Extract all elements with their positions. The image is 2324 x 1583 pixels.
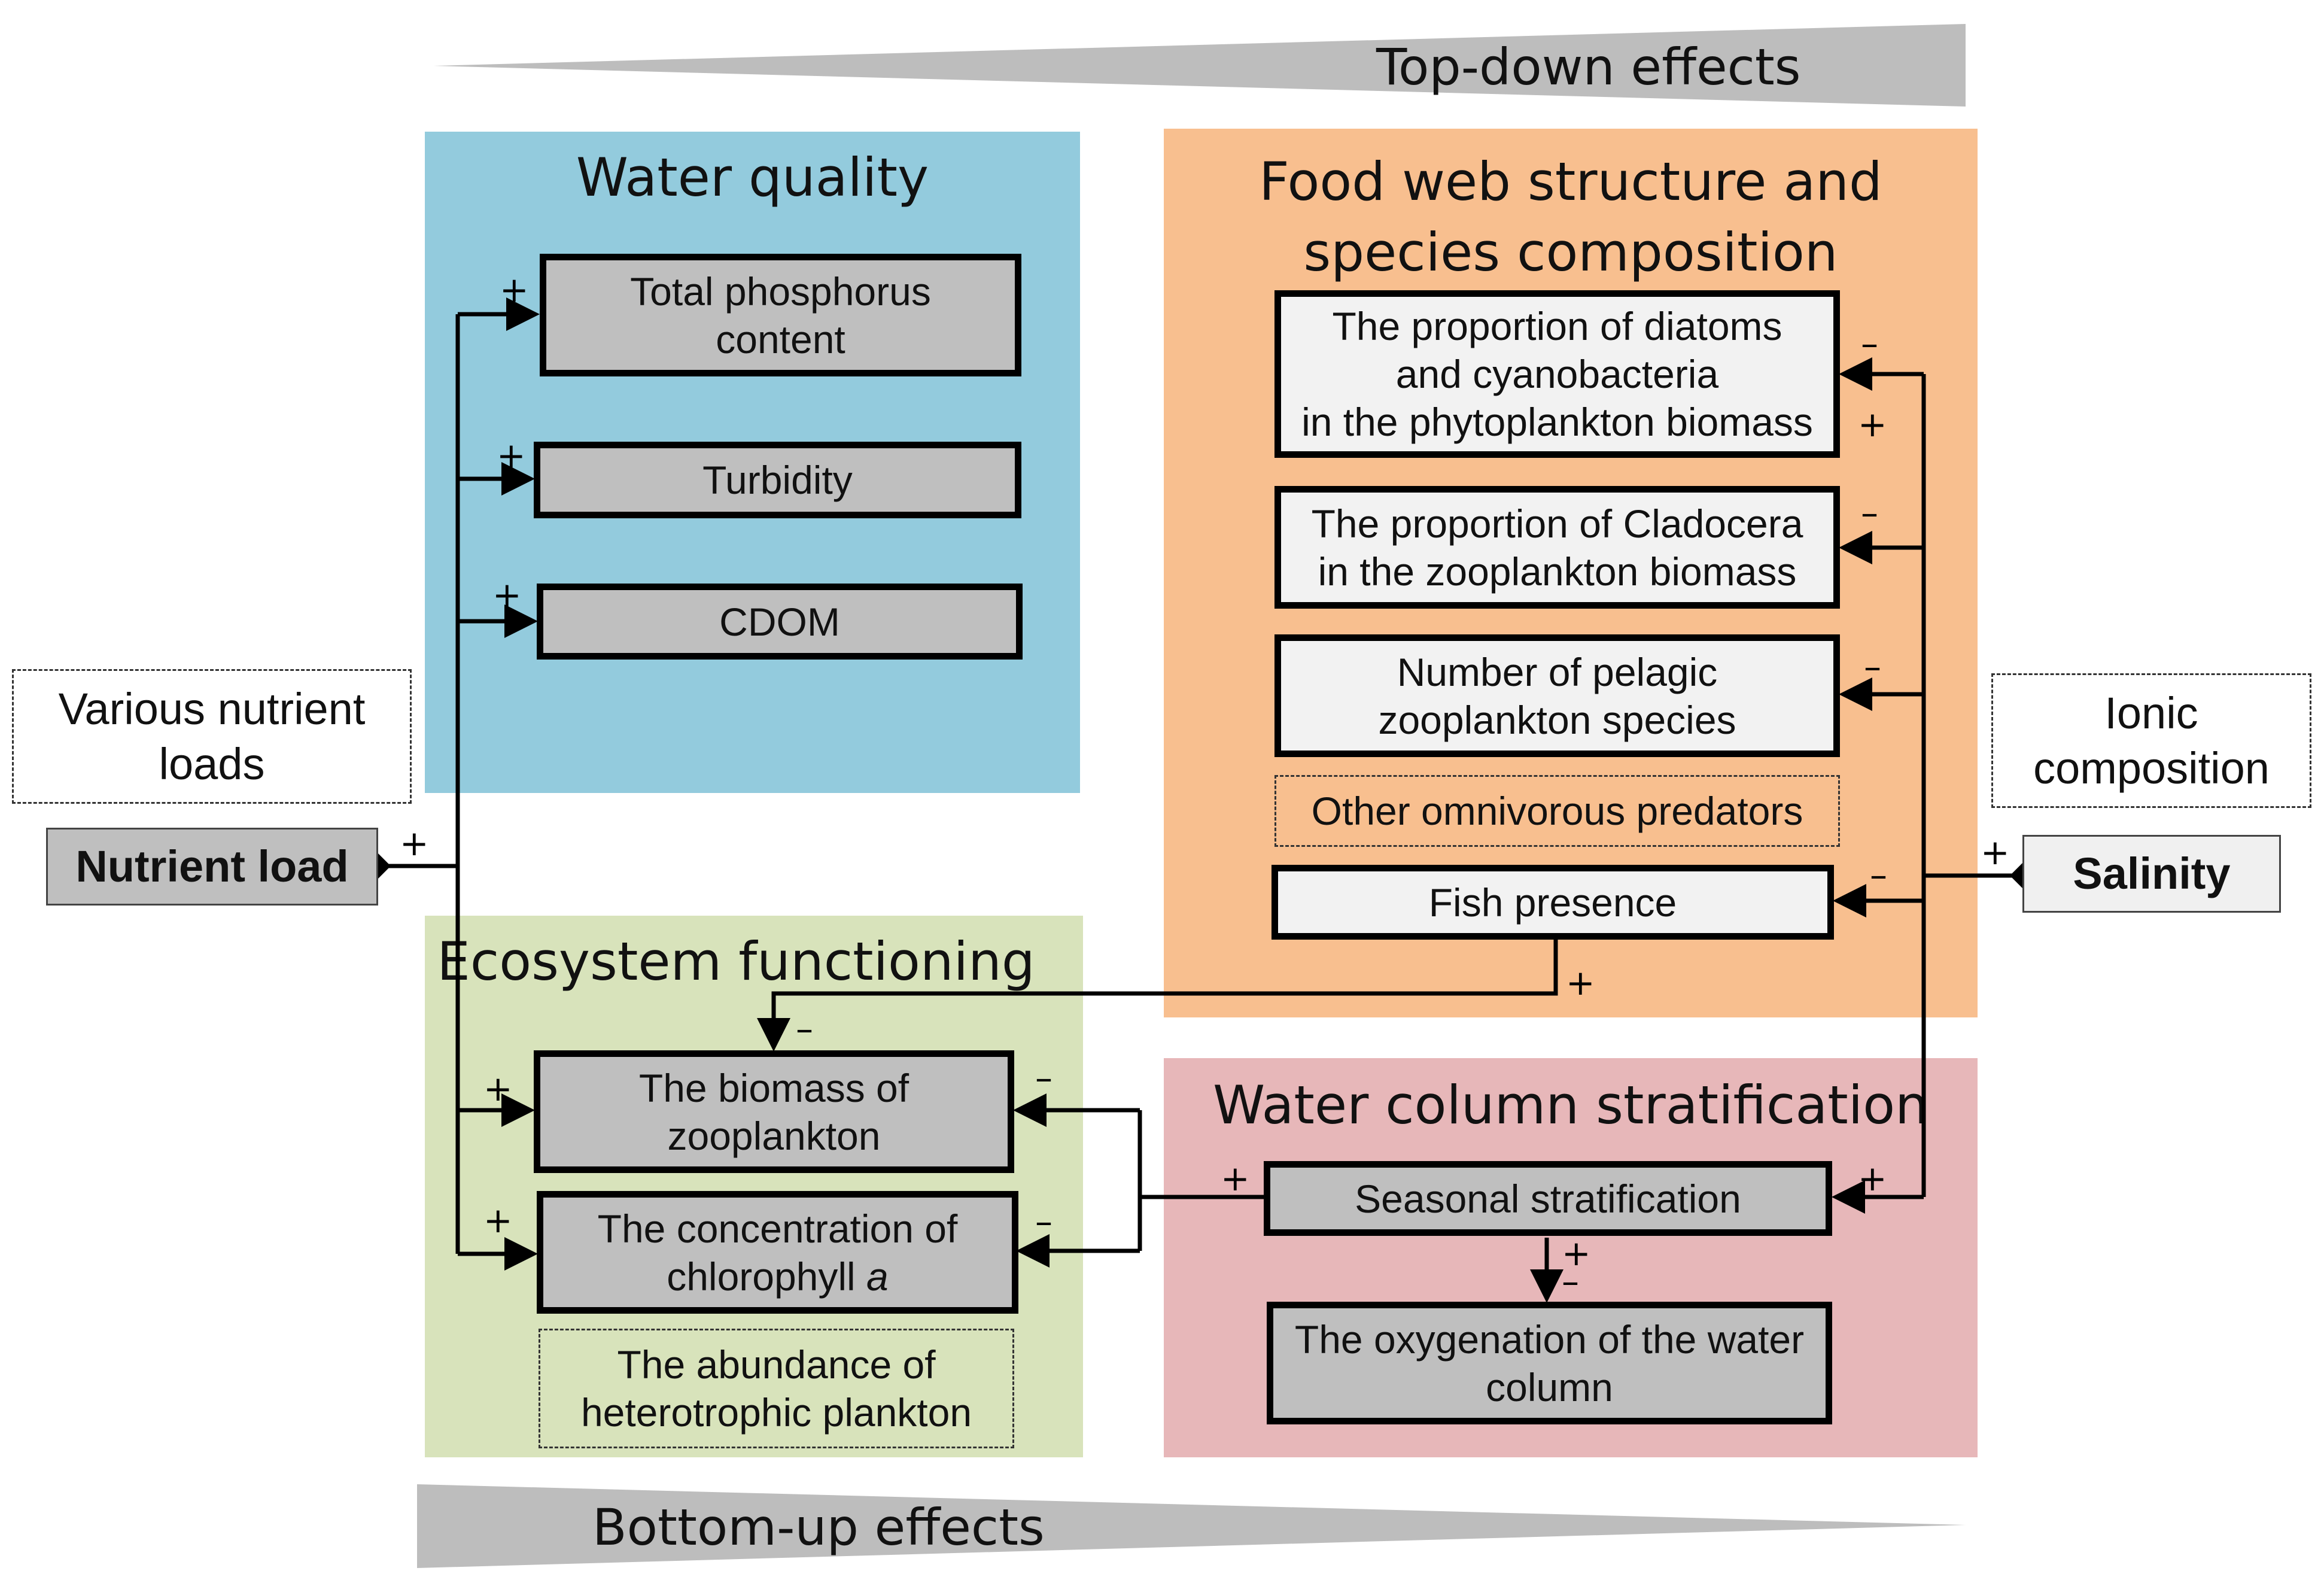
chlorophyll-text: The concentration of chlorophyll [597,1206,958,1299]
sign-oxygen-plus: + [1562,1233,1591,1274]
bottom-up-band [417,1484,1966,1568]
cdom-box: CDOM [537,584,1023,660]
water-quality-title: Water quality [576,147,929,208]
salinity-box: Salinity [2022,835,2281,913]
sign-fish-minus: – [1870,855,1887,895]
bottom-up-label: Bottom-up effects [592,1498,1045,1557]
sign-seasonal-in-plus: + [1858,1158,1887,1199]
sign-diatoms-minus: – [1861,323,1878,364]
sign-pelagic-minus: – [1864,646,1881,687]
sign-zoo-plus: + [483,1068,513,1109]
cladocera-box: The proportion of Cladocera in the zoopl… [1274,486,1840,609]
chlorophyll-label: The concentration of chlorophyll a [598,1205,958,1301]
seasonal-stratification-box: Seasonal stratification [1264,1161,1832,1236]
sign-zoo-in-minus: – [796,1008,813,1049]
sign-fish-out-plus: + [1566,962,1595,1003]
oxygenation-box: The oxygenation of the water column [1267,1302,1832,1424]
sign-chl-strat-minus: – [1035,1201,1053,1242]
sign-cdom-plus: + [492,575,522,615]
ecosystem-panel: Ecosystem functioning [425,916,1083,1457]
ecosystem-title: Ecosystem functioning [437,931,1035,992]
zooplankton-biomass-box: The biomass of zooplankton [534,1050,1014,1173]
sign-total-p-plus: + [500,269,529,310]
sign-turbidity-plus: + [497,435,526,476]
sign-salinity-plus: + [1981,832,2010,873]
sign-diatoms-plus: + [1858,404,1887,445]
various-nutrient-loads-box: Various nutrient loads [12,669,412,804]
total-phosphorus-box: Total phosphorus content [540,254,1021,376]
nutrient-load-box: Nutrient load [46,828,378,906]
diatoms-box: The proportion of diatoms and cyanobacte… [1274,290,1840,458]
stratification-title: Water column stratification [1213,1074,1928,1136]
sign-oxygen-minus: – [1562,1261,1579,1302]
chlorophyll-italic: a [866,1254,889,1299]
sign-zoo-strat-minus: – [1035,1058,1053,1098]
pelagic-box: Number of pelagic zooplankton species [1274,634,1840,757]
turbidity-box: Turbidity [534,442,1021,518]
top-down-label: Top-down effects [1376,38,1801,96]
omnivorous-predators-box: Other omnivorous predators [1274,775,1840,847]
sign-cladocera-minus: – [1861,493,1878,533]
ionic-composition-box: Ionic composition [1991,673,2311,808]
top-down-band [434,24,1966,107]
sign-chl-plus: + [483,1200,513,1241]
heterotrophic-plankton-box: The abundance of heterotrophic plankton [539,1329,1014,1448]
sign-seasonal-out-plus: + [1221,1158,1250,1199]
fish-presence-box: Fish presence [1271,865,1834,940]
chlorophyll-box: The concentration of chlorophyll a [537,1191,1018,1314]
food-web-title: Food web structure and species compositi… [1259,151,1882,283]
sign-nutrient-plus: + [400,823,429,864]
fish-to-zoo [757,940,1558,1052]
